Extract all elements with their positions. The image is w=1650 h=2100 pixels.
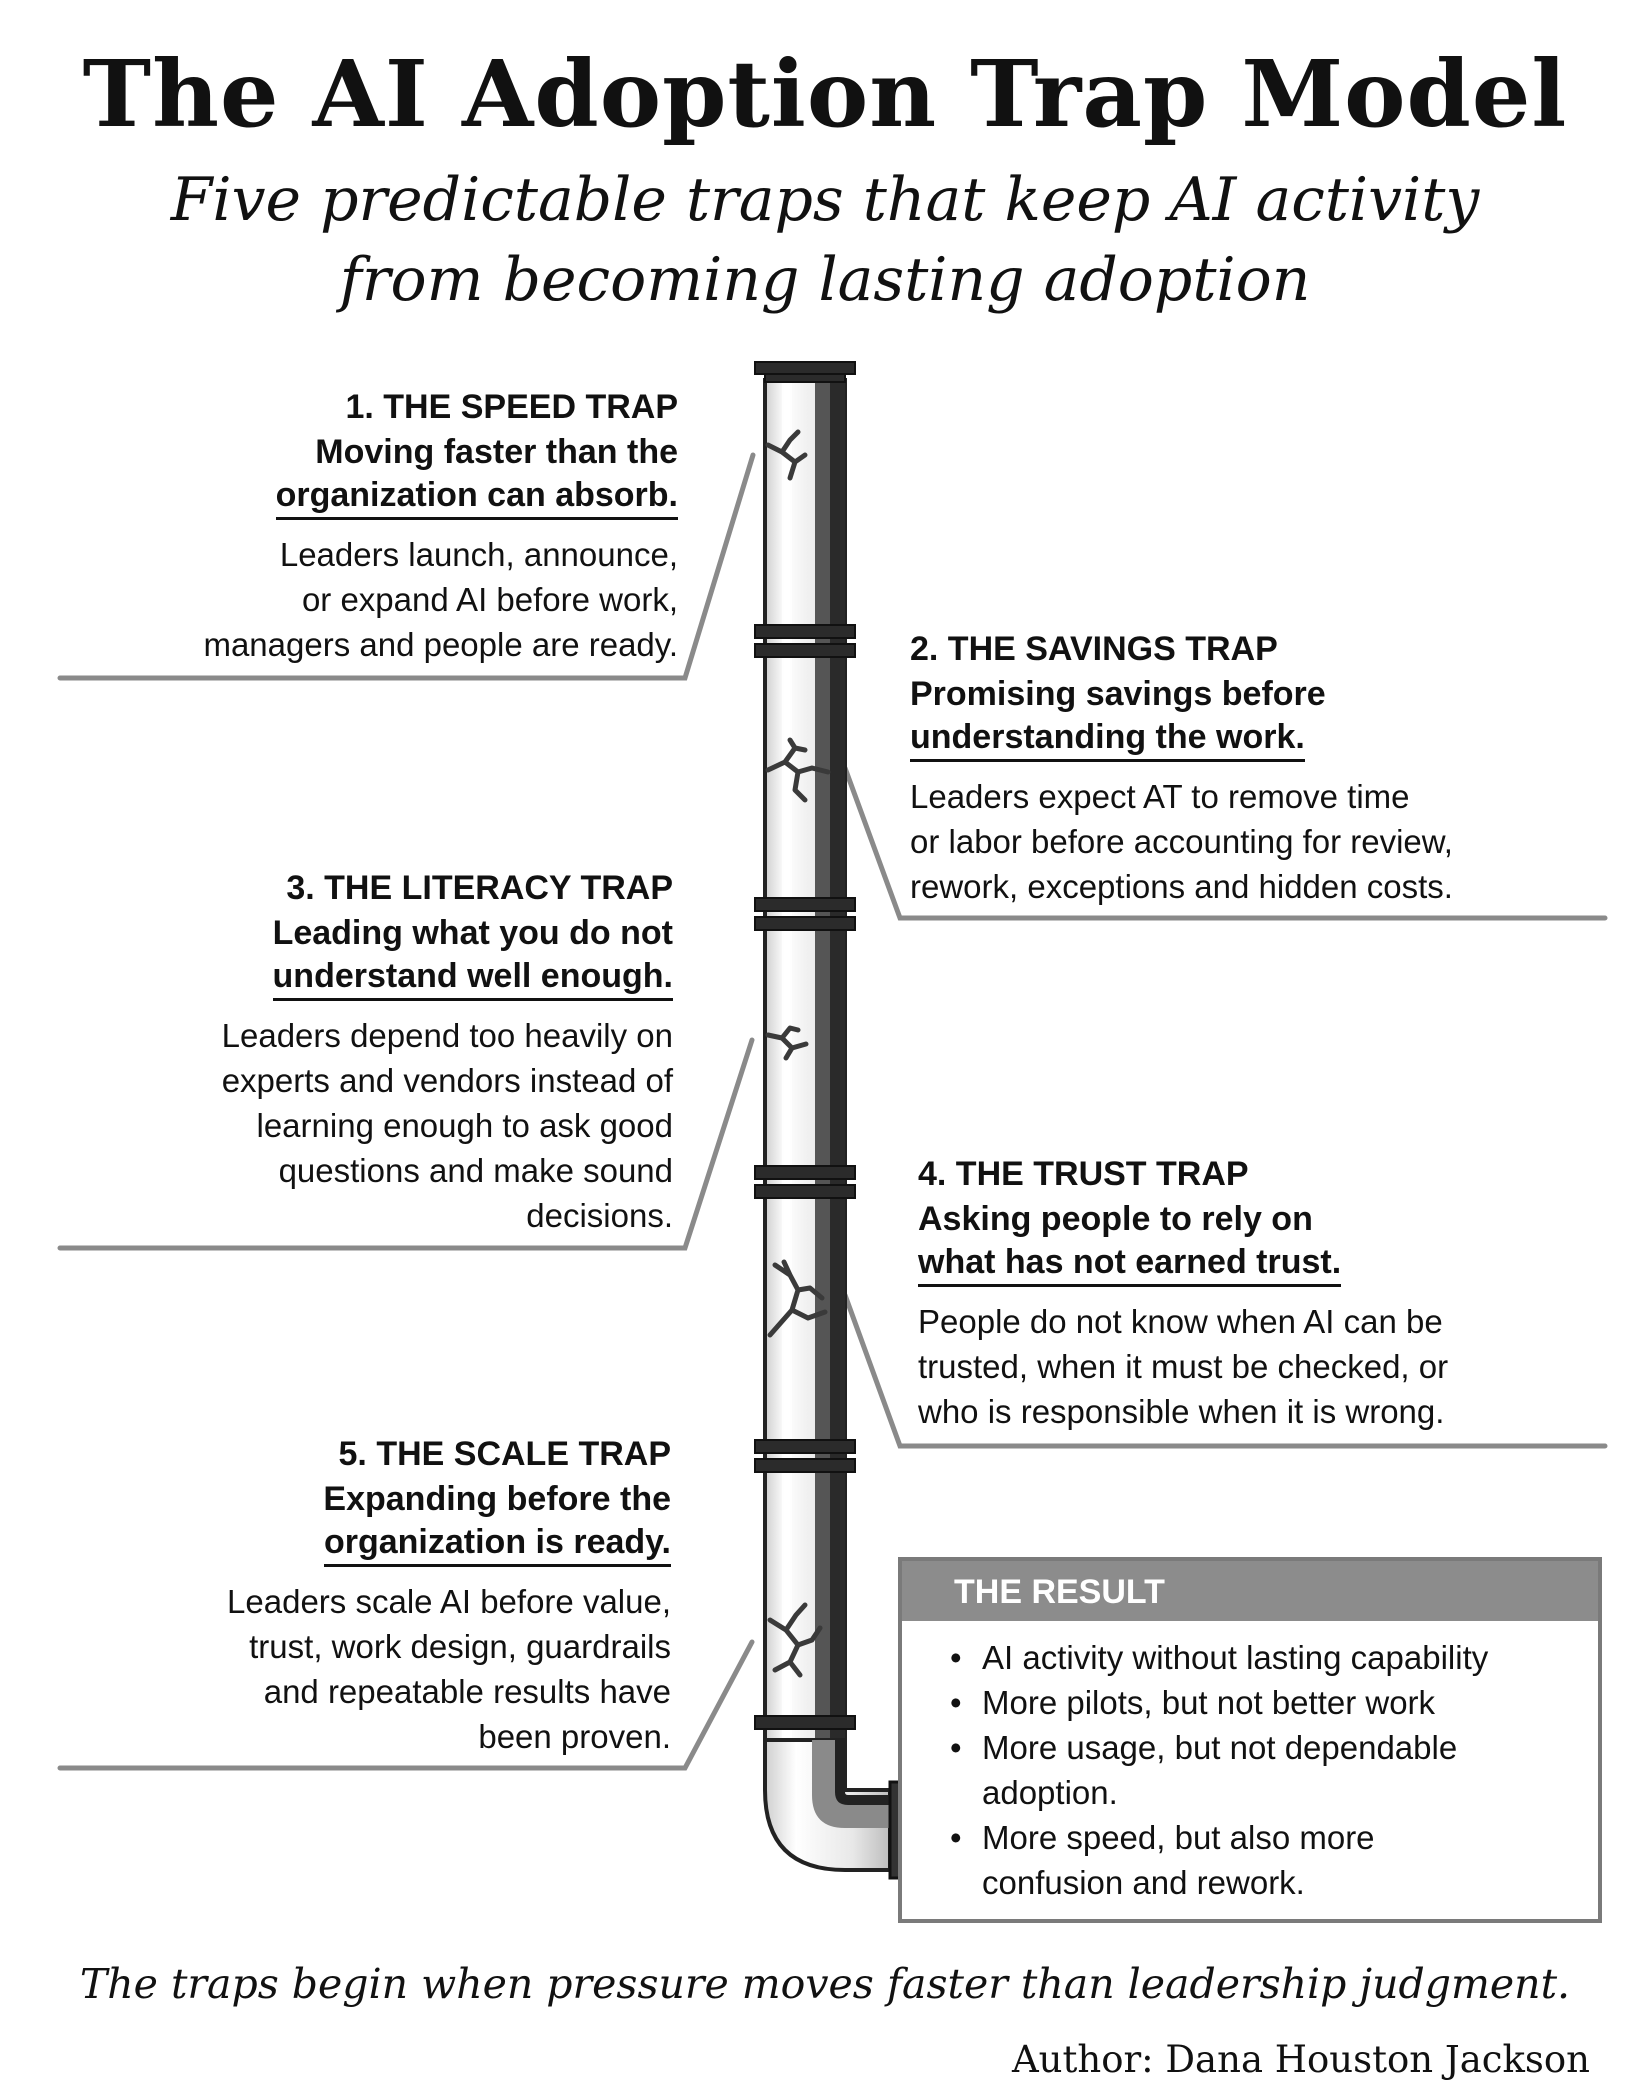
result-item: • AI activity without lasting capability — [946, 1635, 1598, 1680]
crack-speed — [765, 429, 808, 481]
trap-body-line: or expand AI before work, — [301, 581, 678, 618]
trap-body-line: and repeatable results have — [263, 1673, 671, 1710]
trap-heading: 3. THE LITERACY TRAP — [286, 869, 673, 907]
trap-heading: 4. THE TRUST TRAP — [918, 1155, 1249, 1193]
trap-body-line: who is responsible when it is wrong. — [918, 1393, 1445, 1430]
result-item-line: More speed, but also more — [982, 1819, 1375, 1856]
trap-heading: 1. THE SPEED TRAP — [345, 388, 678, 426]
page-title: The AI Adoption Trap Model — [82, 40, 1568, 148]
trap-literacy: 3. THE LITERACY TRAP Leading what you do… — [222, 866, 673, 1238]
trap-subtitle-line: organization can absorb. — [275, 475, 678, 520]
leader-line-literacy — [57, 1037, 755, 1251]
flange-4 — [754, 1439, 856, 1454]
trap-savings: 2. THE SAVINGS TRAP Promising savings be… — [910, 627, 1453, 909]
result-item: • More usage, but not dependable adoptio… — [946, 1725, 1598, 1815]
trap-subtitle-line: understand well enough. — [272, 956, 673, 1001]
leader-line-savings — [842, 765, 1608, 921]
bullet-icon: • — [950, 1819, 962, 1856]
result-box: THE RESULT • AI activity without lasting… — [898, 1557, 1602, 1923]
trap-body-line: managers and people are ready. — [203, 626, 678, 663]
leader-line-scale — [57, 1639, 755, 1771]
bullet-icon: • — [950, 1639, 962, 1676]
trap-body: Leaders launch, announce, or expand AI b… — [203, 532, 678, 667]
leader-lines — [57, 452, 1608, 1771]
pipe-cracks — [765, 429, 831, 1678]
trap-heading: 2. THE SAVINGS TRAP — [910, 630, 1278, 668]
flange-top — [754, 361, 856, 375]
main-pipe — [763, 378, 847, 1742]
result-item-line: AI activity without lasting capability — [982, 1639, 1489, 1676]
page-subtitle: Five predictable traps that keep AI acti… — [0, 160, 1650, 320]
result-item-line: confusion and rework. — [982, 1864, 1305, 1901]
trap-subtitle-line: Moving faster than the — [315, 433, 678, 471]
flange-5 — [754, 1715, 856, 1730]
trap-subtitle-line: Leading what you do not — [272, 914, 673, 952]
trap-subtitle-line: organization is ready. — [323, 1522, 671, 1567]
result-item: • More speed, but also more confusion an… — [946, 1815, 1598, 1905]
pipe-elbow — [763, 1738, 906, 1880]
trap-body-line: rework, exceptions and hidden costs. — [910, 868, 1453, 905]
footer-tagline: The traps begin when pressure moves fast… — [79, 1960, 1571, 2008]
result-heading: THE RESULT — [902, 1561, 1598, 1621]
trap-body-line: People do not know when AI can be — [918, 1303, 1443, 1340]
trap-body: Leaders expect AT to remove time or labo… — [910, 774, 1453, 909]
trap-body-line: or labor before accounting for review, — [910, 823, 1453, 860]
trap-body-line: trust, work design, guardrails — [249, 1628, 671, 1665]
trap-body: Leaders scale AI before value, trust, wo… — [227, 1579, 671, 1759]
trap-body: Leaders depend too heavily on experts an… — [222, 1013, 673, 1238]
bullet-icon: • — [950, 1729, 962, 1766]
flange-1 — [754, 624, 856, 639]
trap-body-line: Leaders launch, announce, — [279, 536, 678, 573]
pipe-flanges — [754, 361, 856, 1730]
flange-2 — [754, 897, 856, 912]
trap-scale: 5. THE SCALE TRAP Expanding before the o… — [227, 1432, 671, 1759]
trap-subtitle-line: Asking people to rely on — [918, 1200, 1313, 1238]
leader-line-trust — [842, 1292, 1608, 1449]
trap-subtitle-line: understanding the work. — [910, 717, 1305, 762]
trap-body-line: trusted, when it must be checked, or — [918, 1348, 1449, 1385]
trap-body-line: Leaders expect AT to remove time — [910, 778, 1410, 815]
result-item-line: adoption. — [982, 1774, 1118, 1811]
trap-body: People do not know when AI can be truste… — [918, 1299, 1448, 1434]
crack-scale — [767, 1602, 823, 1678]
bullet-icon: • — [950, 1684, 962, 1721]
trap-subtitle-line: Promising savings before — [910, 675, 1326, 713]
trap-body-line: experts and vendors instead of — [221, 1062, 673, 1099]
crack-literacy — [765, 1025, 809, 1061]
trap-body-line: learning enough to ask good — [256, 1107, 674, 1144]
crack-trust — [767, 1259, 828, 1338]
crack-savings — [765, 737, 831, 803]
trap-speed: 1. THE SPEED TRAP Moving faster than the… — [203, 385, 678, 667]
flange-3 — [754, 1165, 856, 1180]
trap-body-line: decisions. — [526, 1197, 673, 1234]
trap-subtitle-line: Expanding before the — [323, 1480, 671, 1518]
trap-body-line: Leaders depend too heavily on — [221, 1017, 673, 1054]
result-list: • AI activity without lasting capability… — [902, 1635, 1598, 1905]
result-item: • More pilots, but not better work — [946, 1680, 1598, 1725]
trap-body-line: questions and make sound — [278, 1152, 673, 1189]
author-credit: Author: Dana Houston Jackson — [1011, 2038, 1590, 2081]
subtitle-line-1: Five predictable traps that keep AI acti… — [170, 165, 1480, 235]
subtitle-line-2: from becoming lasting adoption — [339, 245, 1311, 315]
trap-body-line: Leaders scale AI before value, — [227, 1583, 671, 1620]
trap-heading: 5. THE SCALE TRAP — [338, 1435, 671, 1473]
trap-subtitle-line: what has not earned trust. — [918, 1242, 1342, 1287]
leader-line-speed — [57, 452, 756, 681]
result-item-line: More usage, but not dependable — [982, 1729, 1458, 1766]
trap-body-line: been proven. — [478, 1718, 671, 1755]
trap-trust: 4. THE TRUST TRAP Asking people to rely … — [918, 1152, 1448, 1434]
result-item-line: More pilots, but not better work — [982, 1684, 1436, 1721]
